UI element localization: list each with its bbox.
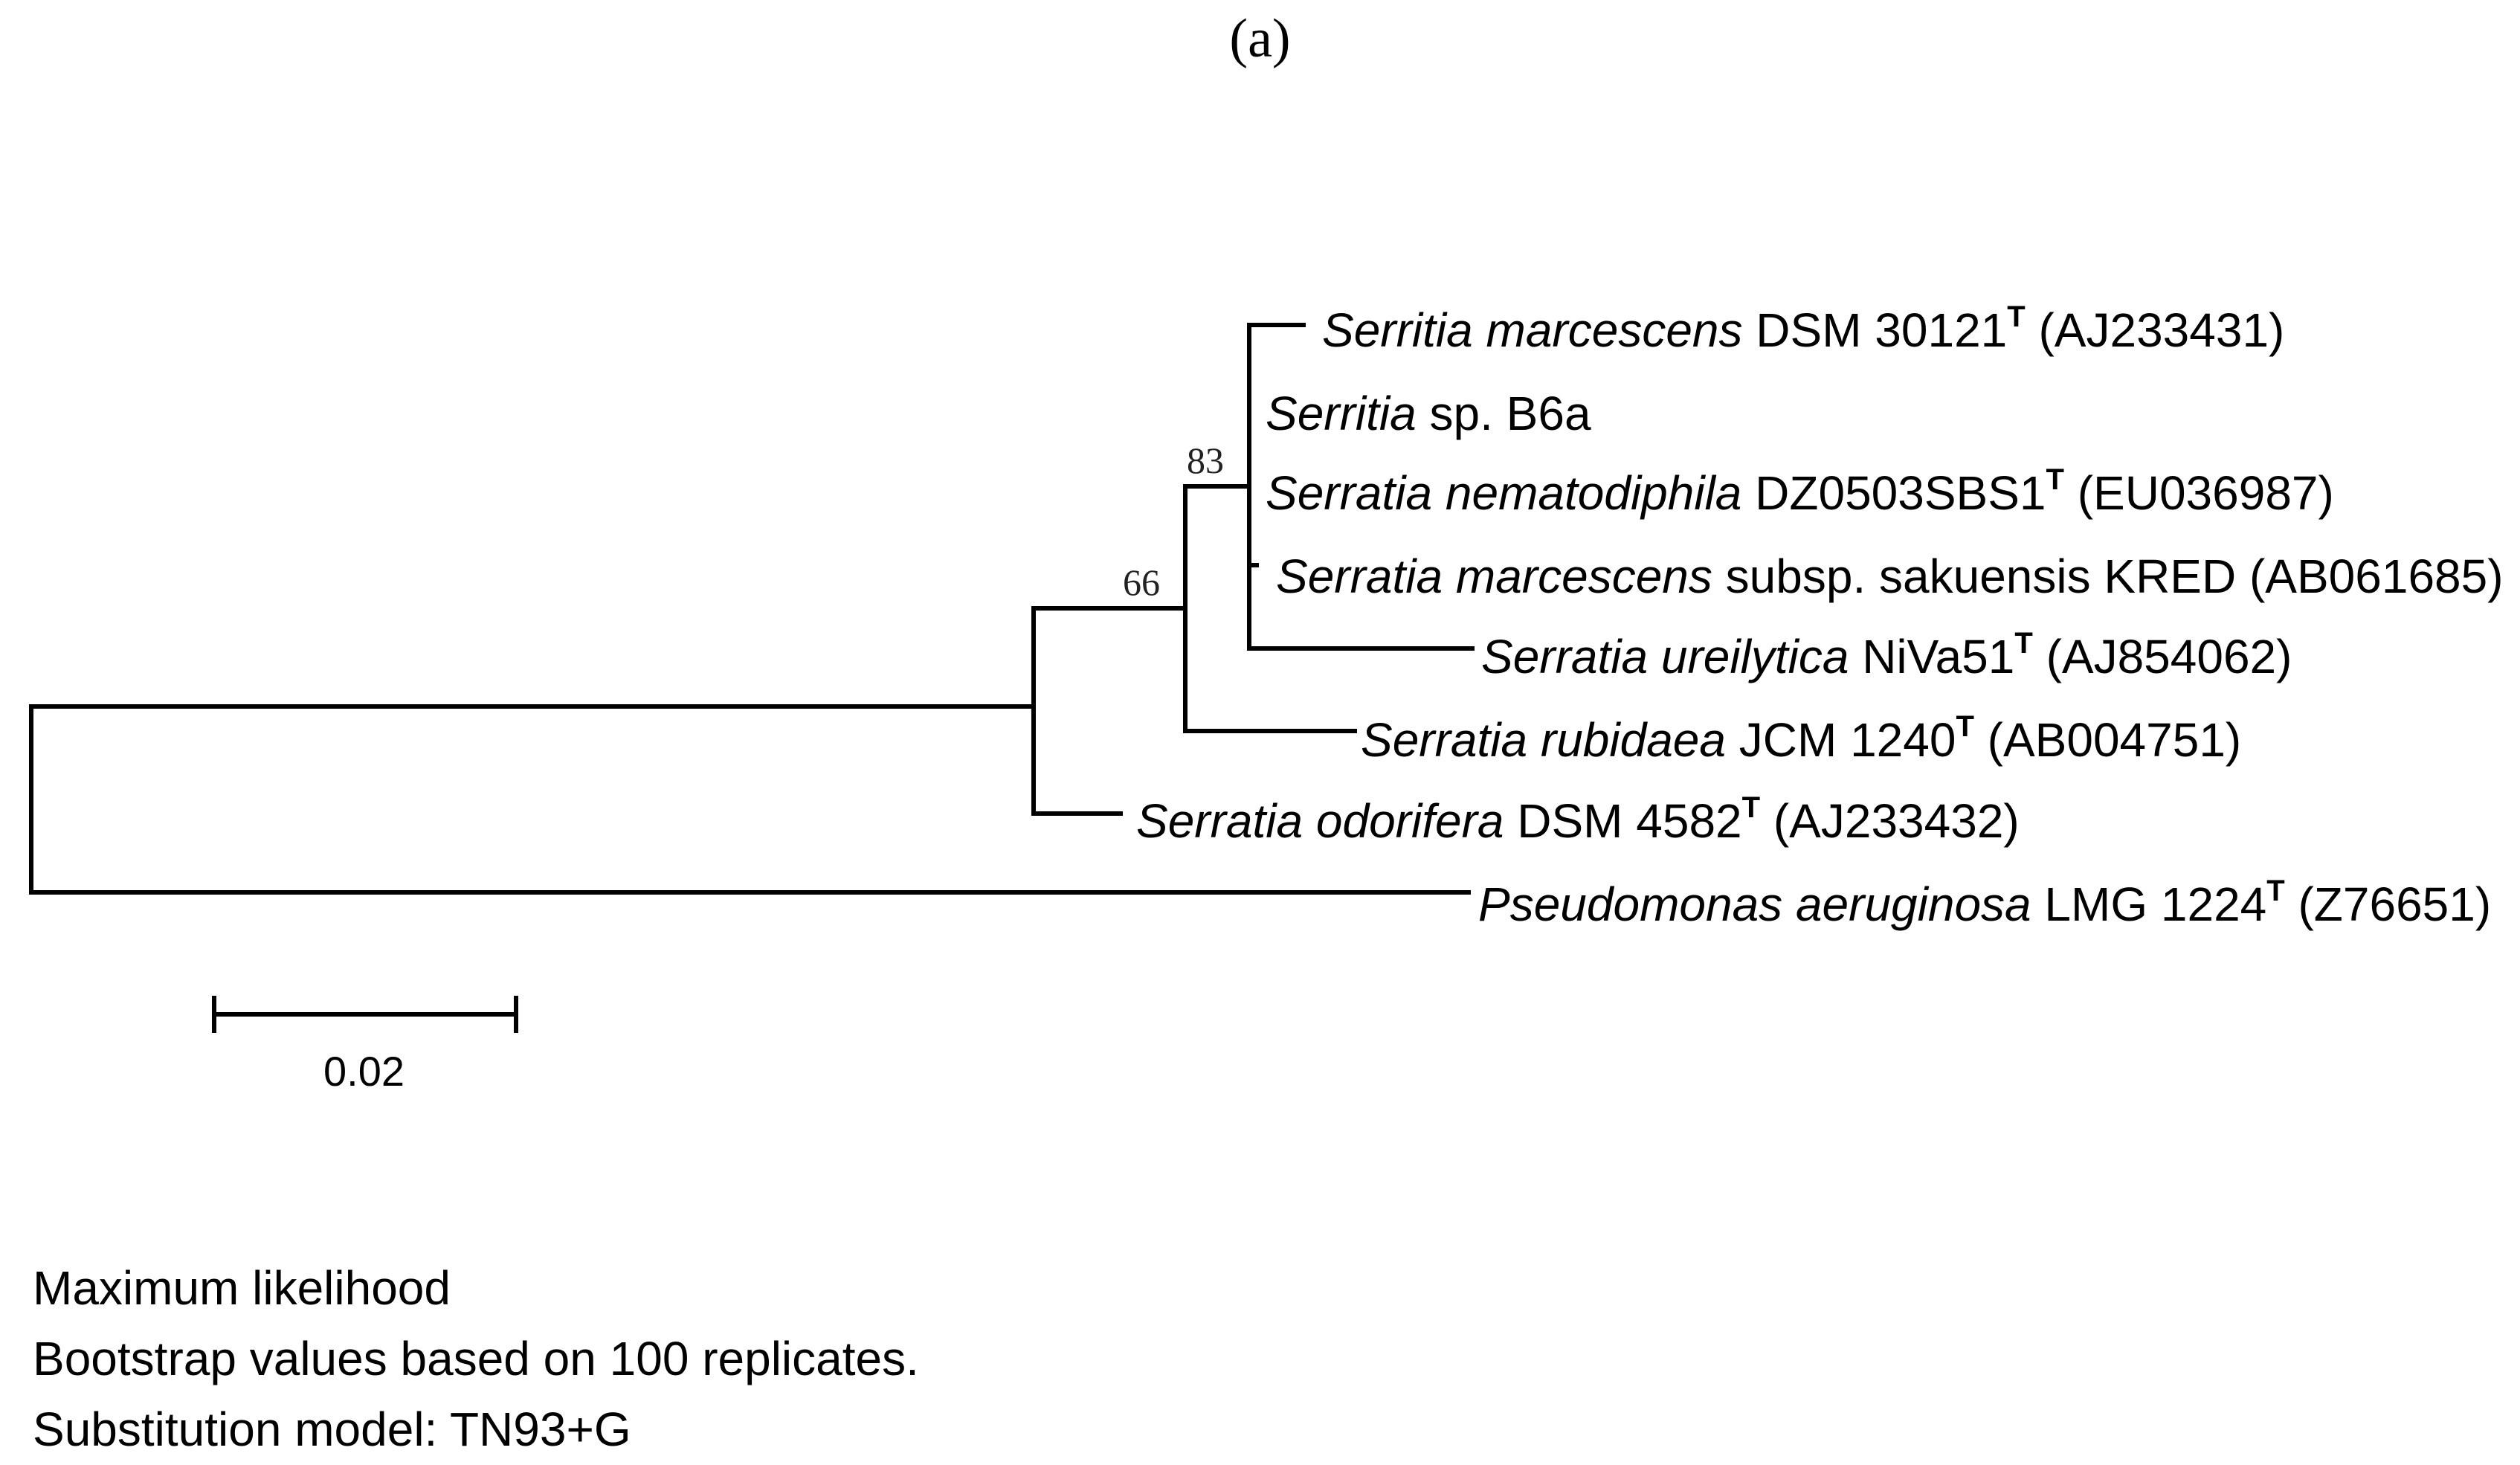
bootstrap-value-66: 66 — [1123, 561, 1160, 603]
scale-bar-label: 0.02 — [323, 1048, 405, 1095]
legend: Maximum likelihood Bootstrap values base… — [33, 1253, 919, 1465]
legend-line-model: Substitution model: TN93+G — [33, 1403, 631, 1456]
tip-label-serritia-b6a: Serritia sp. B6a — [1266, 387, 1591, 440]
tip-label-serratia-ureilytica: Serratia ureilytica NiVa51T (AJ854062) — [1481, 627, 2292, 683]
tip-label-serratia-marcescens-sakuensis: Serratia marcescens subsp. sakuensis KRE… — [1276, 550, 2504, 603]
tip-label-pseudomonas-aeruginosa: Pseudomonas aeruginosa LMG 1224T (Z76651… — [1478, 875, 2492, 931]
panel-label: (a) — [1229, 8, 1291, 69]
tip-label-serratia-odorifera: Serratia odorifera DSM 4582T (AJ233432) — [1136, 791, 2020, 848]
tip-label-serritia-marcescens-dsm: Serritia marcescens DSM 30121T (AJ233431… — [1322, 300, 2285, 357]
bootstrap-value-83: 83 — [1187, 440, 1224, 481]
legend-line-bootstrap: Bootstrap values based on 100 replicates… — [33, 1332, 919, 1385]
tip-label-serratia-nematodiphila: Serratia nematodiphila DZ0503SBS1T (EU03… — [1266, 463, 2334, 520]
tip-label-serratia-rubidaea: Serratia rubidaea JCM 1240T (AB004751) — [1361, 710, 2242, 767]
legend-line-method: Maximum likelihood — [33, 1261, 451, 1315]
